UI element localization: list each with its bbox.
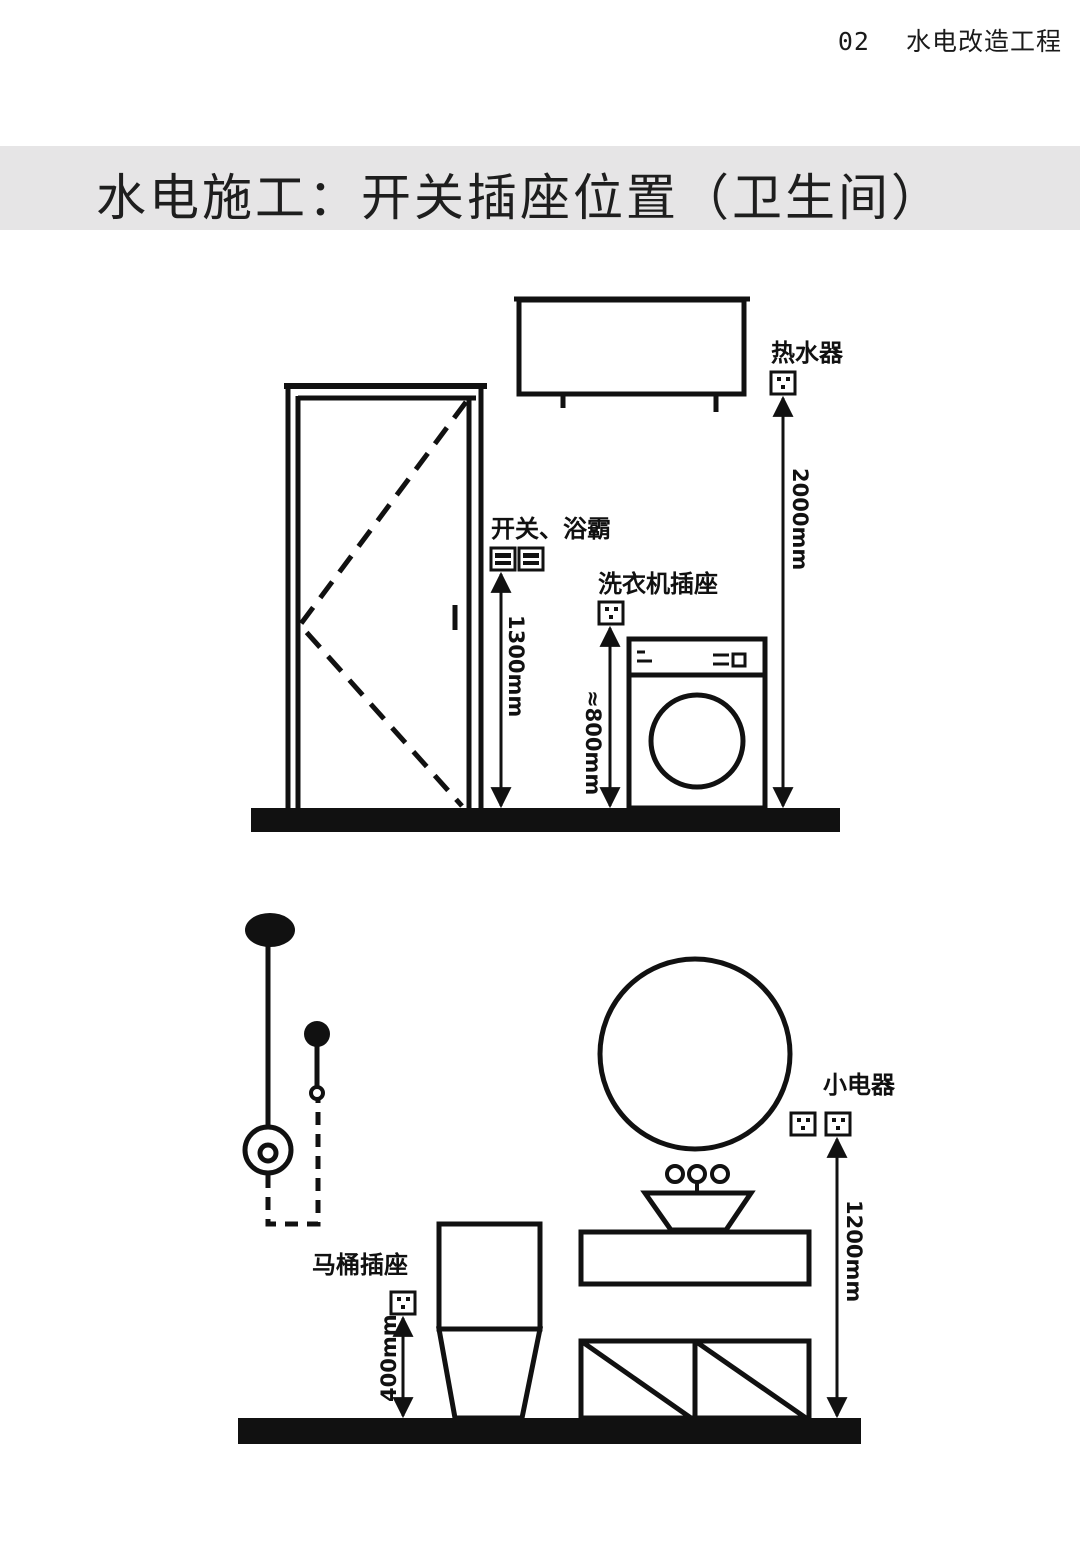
small-appliance-dimension-label: 1200mm (842, 1200, 866, 1302)
washing-machine (626, 636, 768, 811)
switch-icon (489, 546, 517, 572)
title-band (0, 146, 1080, 230)
door (284, 383, 487, 808)
toilet (436, 1221, 544, 1421)
chapter-heading: 02 水电改造工程 (838, 22, 1062, 58)
page-title: 水电施工：开关插座位置（卫生间） (96, 169, 944, 227)
small-appliance-socket-icon (789, 1111, 817, 1137)
water-heater-label: 热水器 (771, 339, 844, 367)
upper-floor (251, 808, 840, 832)
washing-machine-socket-label: 洗衣机插座 (598, 570, 718, 598)
lower-elevation: 马桶插座 400mm 小电器 1200mm (238, 913, 896, 1444)
toilet-socket-icon (389, 1290, 417, 1316)
switch-dimension-label: 1300mm (504, 615, 528, 717)
chapter-number: 02 (837, 27, 870, 56)
chapter-title: 水电改造工程 (905, 27, 1062, 56)
small-appliance-socket-icon (824, 1111, 852, 1137)
round-mirror (597, 956, 793, 1152)
shower-mixer-icon (242, 1124, 294, 1176)
switch-bath-heater-label: 开关、浴霸 (491, 515, 611, 543)
washing-machine-dimension-label: ≈800mm (581, 690, 605, 795)
toilet-socket-label: 马桶插座 (312, 1251, 408, 1279)
lower-floor (238, 1418, 861, 1444)
water-heater (514, 296, 750, 412)
water-heater-socket-icon (769, 370, 797, 396)
water-heater-dimension-label: 2000mm (788, 468, 812, 570)
washing-machine-socket-icon (597, 600, 625, 626)
bath-heater-switch-icon (517, 546, 545, 572)
toilet-socket-dimension-label: 400mm (377, 1314, 401, 1402)
small-appliance-label: 小电器 (823, 1071, 896, 1099)
basin-vanity (578, 1164, 812, 1421)
page-header: 02 水电改造工程 (0, 0, 1080, 70)
upper-elevation: 热水器 2000mm 开关、浴霸 1300mm 洗衣机插座 ≈800mm (251, 296, 844, 832)
shower-set (242, 913, 330, 1227)
